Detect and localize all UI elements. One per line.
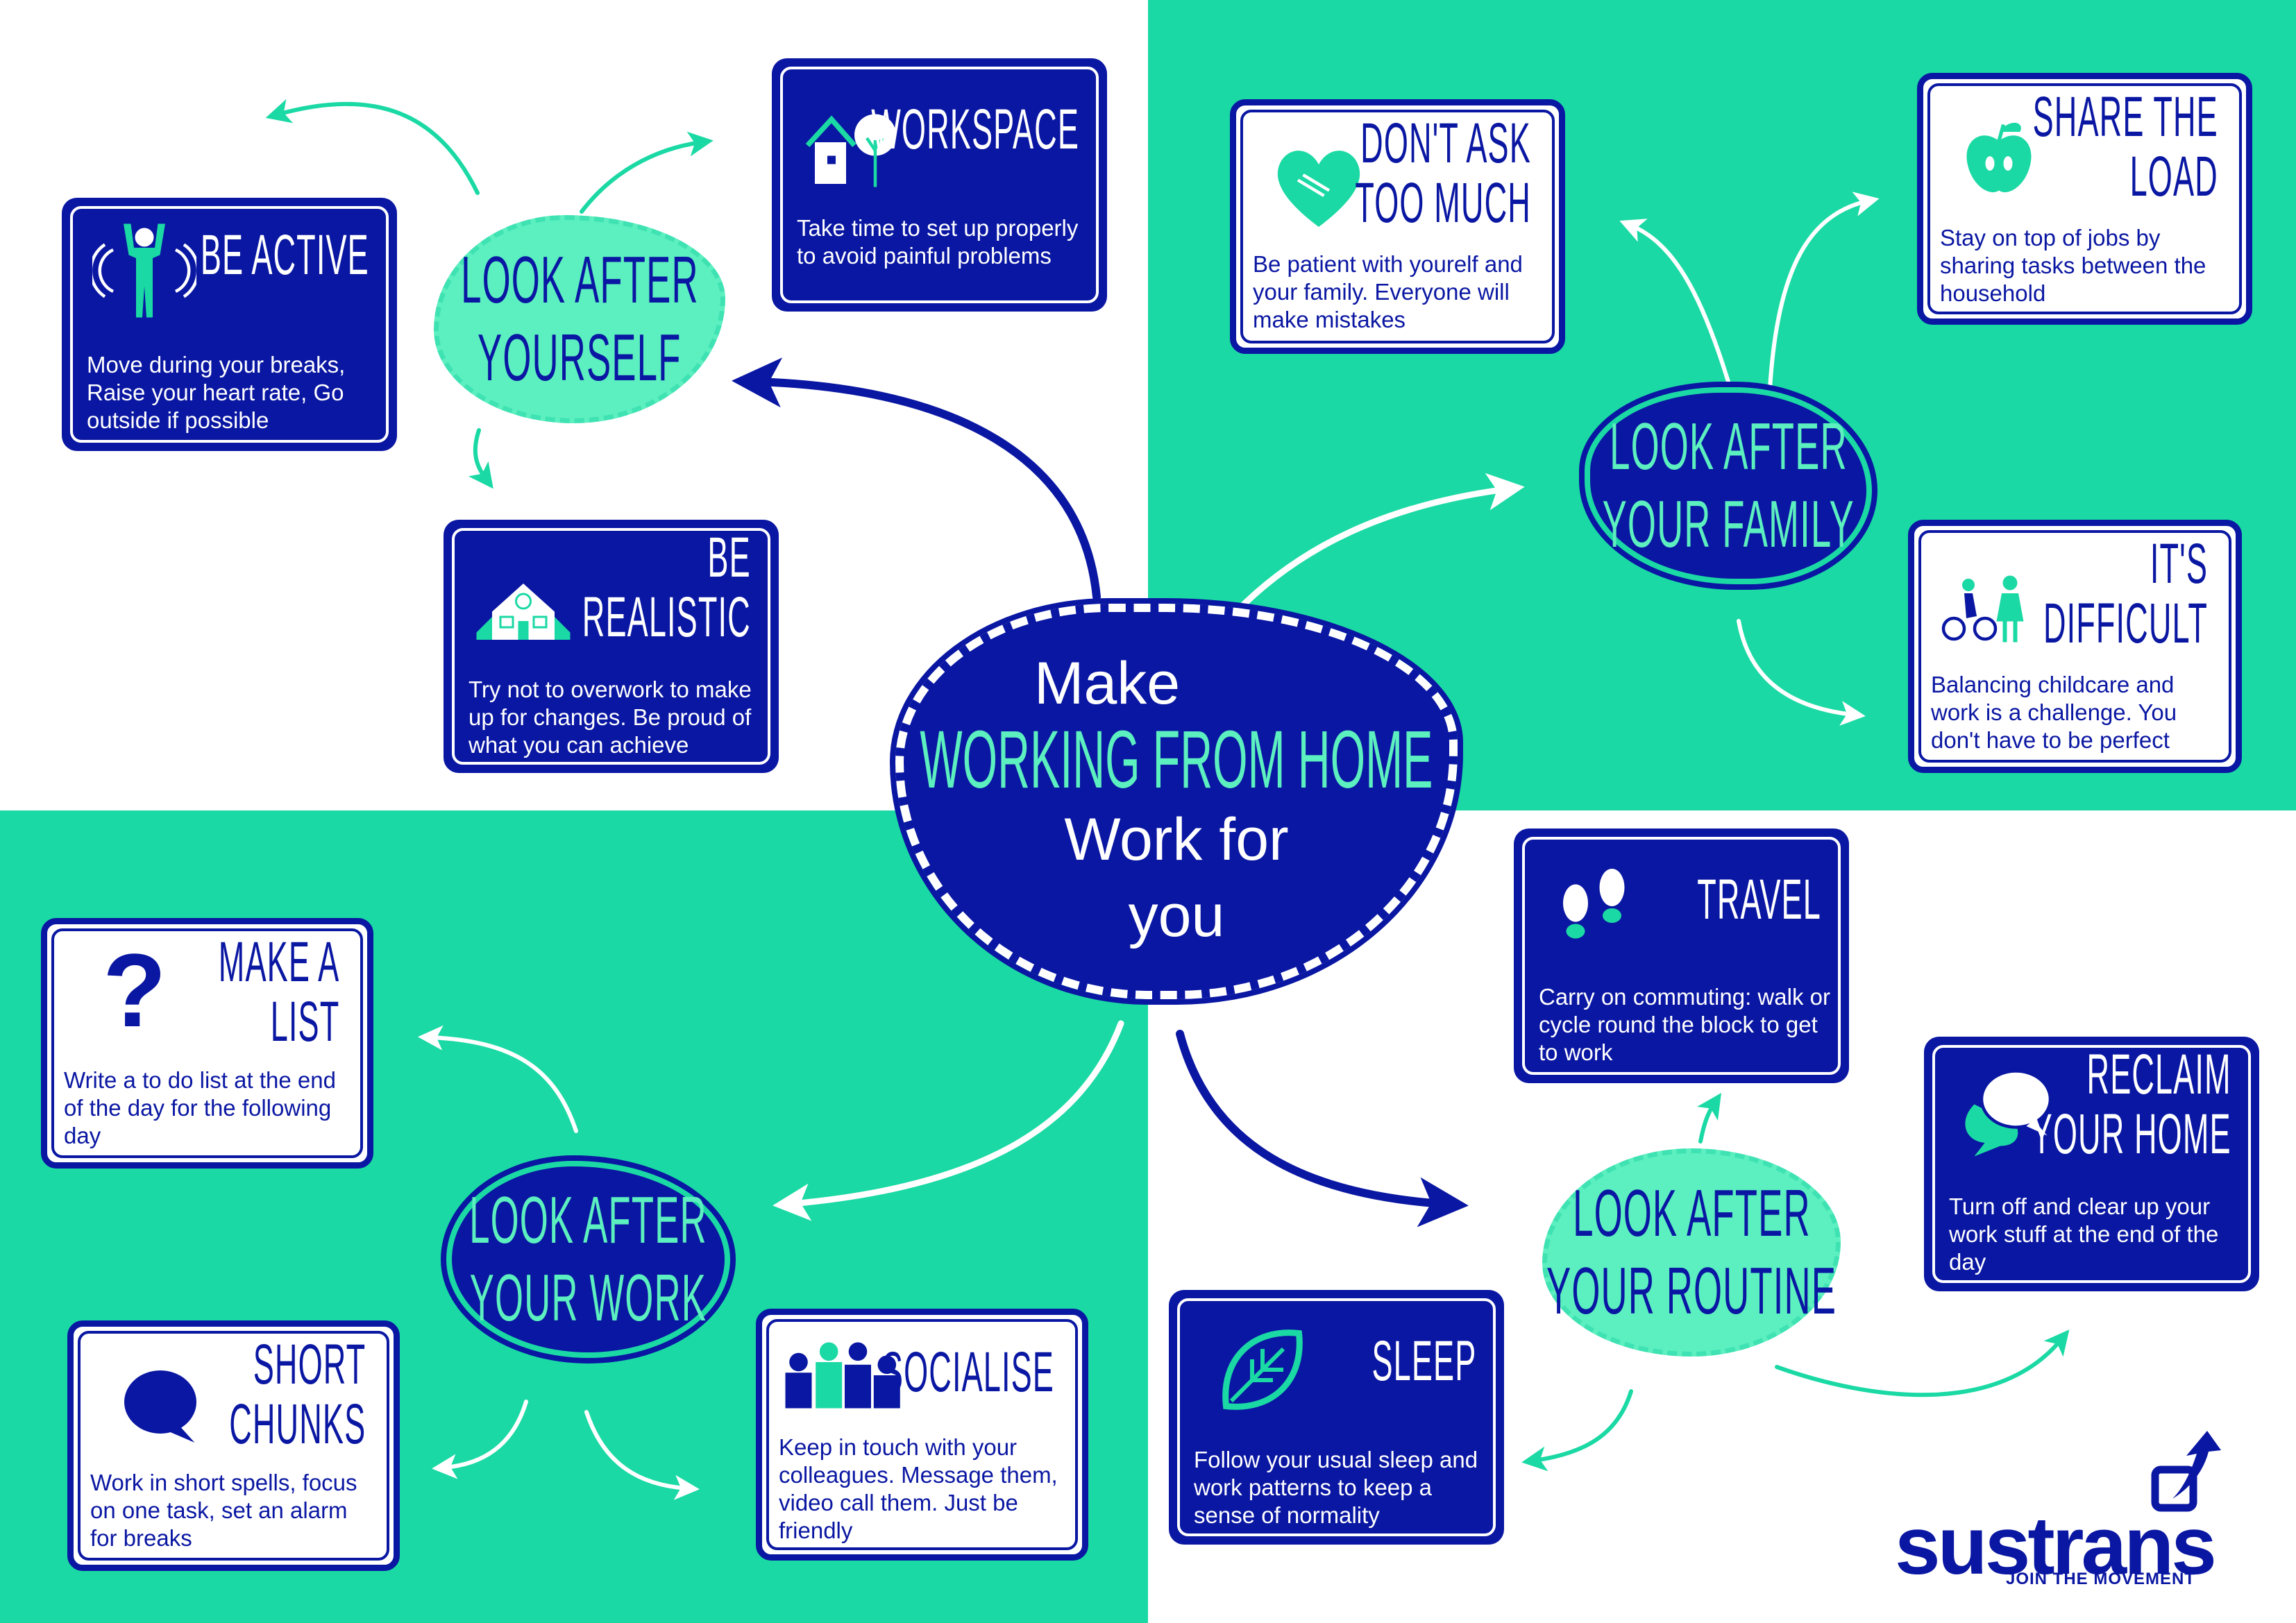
hub-look-after-family: LOOK AFTER YOUR FAMILY	[1579, 382, 1877, 590]
center-working-from-home: WORKING FROM HOME	[920, 714, 1433, 806]
speech-bubbles-icon	[1965, 1069, 2052, 1157]
arrow	[732, 357, 1101, 601]
arrow	[468, 428, 493, 489]
arrow	[432, 1400, 528, 1479]
arrow	[265, 99, 480, 195]
card-sleep: SLEEP Follow your usual sleep and work p…	[1169, 1290, 1504, 1545]
card-socialise: SOCIALISE Keep in touch with your collea…	[756, 1309, 1088, 1561]
hub-look-after-work: LOOK AFTER YOUR WORK	[441, 1155, 736, 1363]
arrow	[1176, 1030, 1469, 1227]
card-workspace: WORKSPACE Take time to set up properly t…	[772, 58, 1107, 312]
arrow	[418, 1025, 578, 1133]
arrow	[1215, 473, 1525, 635]
arrow	[1775, 1329, 2070, 1397]
arrow	[1521, 1389, 1633, 1472]
heart-hands-icon	[1277, 151, 1360, 227]
arrow	[773, 1020, 1124, 1221]
sustrans-logo: sustrans JOIN THE MOVEMENT	[1888, 1422, 2221, 1592]
hub-look-after-yourself: LOOK AFTER YOURSELF	[434, 215, 725, 423]
speech-bubble-icon	[124, 1370, 196, 1443]
people-group-icon	[785, 1342, 900, 1409]
footprints-icon	[1563, 869, 1625, 939]
house-clock-icon	[476, 584, 571, 640]
children-bike-icon	[1941, 575, 2024, 643]
arrow	[580, 131, 714, 214]
person-active-icon	[92, 223, 196, 318]
apple-icon	[1966, 123, 2032, 193]
arrow	[1697, 1093, 1721, 1144]
arrow	[584, 1410, 700, 1500]
arrow	[1768, 192, 1880, 391]
house-tree-icon	[805, 114, 896, 187]
question-mark-icon: ?	[103, 932, 167, 1048]
hub-look-after-routine: LOOK AFTER YOUR ROUTINE	[1542, 1148, 1841, 1357]
logo-arrow-icon	[2151, 1431, 2221, 1512]
arrow	[1619, 219, 1730, 384]
card-travel: TRAVEL Carry on commuting: walk or cycle…	[1514, 829, 1849, 1083]
center-make: Make	[1033, 650, 1181, 717]
card-be-active: BE ACTIVE Move during your breaks, Raise…	[62, 198, 397, 451]
arrow	[1737, 619, 1866, 726]
leaf-icon	[1222, 1329, 1303, 1410]
